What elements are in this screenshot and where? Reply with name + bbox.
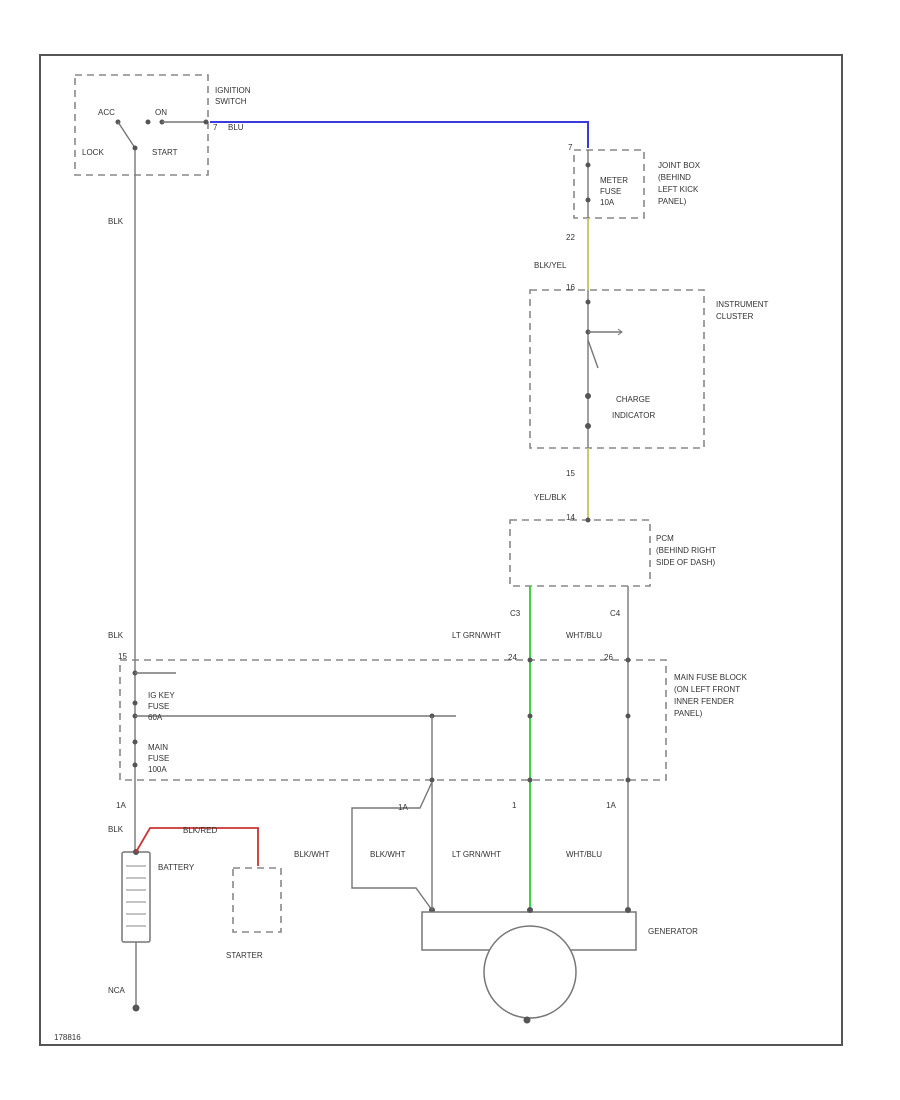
pcm-box [509,519,651,587]
joint-box-label-1: JOINT BOX [658,161,701,170]
conn-pcm-right: C4 [610,609,621,618]
wire-label-gen-bat-b: BLK/WHT [370,850,406,859]
main-fuse-block-label-4: PANEL) [674,709,703,718]
main-fuse-block-label-1: MAIN FUSE BLOCK [674,673,748,682]
ign-pos-on: ON [155,108,167,117]
starter-label: STARTER [226,951,263,960]
ground-node [132,1004,140,1012]
pcm-label-3: SIDE OF DASH) [656,558,715,567]
wire-battery-to-starter [135,827,259,866]
conn-pcm-left: C3 [510,609,521,618]
gen-right-node [625,907,631,913]
instrument-cluster-box [529,289,705,449]
ign-pos-acc: ACC [98,108,115,117]
ig-key-fuse-label-2: FUSE [148,702,169,711]
main-fuse-block-box [119,659,667,781]
wire-gen-bat [351,781,433,911]
fuse-block-internals [132,657,631,800]
gen-left-node [527,907,533,913]
wire-label-cluster-to-pcm: YEL/BLK [534,493,567,502]
wire-label-ign-feed: BLK [108,217,124,226]
wire-label-battery-pos: BLK [108,825,124,834]
joint-box-label-4: PANEL) [658,197,687,206]
joint-box-label-3: LEFT KICK [658,185,699,194]
wire-label-battery-to-starter: BLK/RED [183,826,217,835]
pcm-in-node [585,517,591,523]
wire-label-pcm-left: LT GRN/WHT [452,631,501,640]
pcm-label-1: PCM [656,534,674,543]
joint-box [573,149,645,219]
main-fuse-label-1: MAIN [148,743,168,752]
conn-meter-in: 7 [568,143,573,152]
ign-pos-start: START [152,148,178,157]
wire-label-gen-right: WHT/BLU [566,850,602,859]
battery-cells [126,865,146,927]
charge-indicator-symbol [585,290,623,450]
conn-gen-right: 1A [606,801,616,810]
charge-indicator-label-2: INDICATOR [612,411,655,420]
ignition-switch-box [74,74,209,176]
meter-fuse-label-3: 10A [600,198,615,207]
conn-ign-out: 7 [213,123,218,132]
battery-label: BATTERY [158,863,195,872]
main-fuse-block-label-2: (ON LEFT FRONT [674,685,740,694]
main-fuse-block-label-3: INNER FENDER [674,697,734,706]
starter-box [232,867,282,933]
diagram-frame [39,54,843,1046]
generator-ground-node [523,1016,531,1024]
wire-label-gen-left: LT GRN/WHT [452,850,501,859]
wire-label-meter-out: BLK/YEL [534,261,567,270]
charge-indicator-label-1: CHARGE [616,395,650,404]
conn-pcm-in: 14 [566,513,575,522]
conn-fuse-left: 24 [508,653,517,662]
figure-id: 178816 [54,1033,81,1042]
conn-fuse-top: 15 [118,652,127,661]
wire-label-pcm-right: WHT/BLU [566,631,602,640]
ignition-switch-contacts [115,119,209,172]
ignition-switch-label-2: SWITCH [215,97,247,106]
instrument-cluster-label-1: INSTRUMENT [716,300,769,309]
main-fuse-label-2: FUSE [148,754,169,763]
conn-gen-bat: 1A [398,803,408,812]
joint-box-label-2: (BEHIND [658,173,691,182]
wire-label-fuse-feed: BLK [108,631,124,640]
wire-label-ign-to-meter: BLU [228,123,244,132]
conn-fuse-out: 1A [116,801,126,810]
instrument-cluster-label-2: CLUSTER [716,312,754,321]
meter-fuse-label-2: FUSE [600,187,621,196]
conn-meter-out: 22 [566,233,575,242]
conn-fuse-right: 26 [604,653,613,662]
conn-gen-left: 1 [512,801,517,810]
ig-key-fuse-label-1: IG KEY [148,691,175,700]
generator-label: GENERATOR [648,927,698,936]
main-fuse-label-3: 100A [148,765,167,774]
wire-label-battery-neg: NCA [108,986,126,995]
wire-label-gen-bat-a: BLK/WHT [294,850,330,859]
conn-cluster-out: 15 [566,469,575,478]
wire-ign-to-meter [210,121,589,148]
ignition-switch-label-1: IGNITION [215,86,251,95]
ign-pos-lock: LOCK [82,148,104,157]
ig-key-fuse-label-3: 60A [148,713,163,722]
pcm-label-2: (BEHIND RIGHT [656,546,716,555]
meter-fuse-symbol [585,150,591,218]
conn-cluster-in: 16 [566,283,575,292]
meter-fuse-label-1: METER [600,176,628,185]
generator-symbol [483,925,577,1019]
